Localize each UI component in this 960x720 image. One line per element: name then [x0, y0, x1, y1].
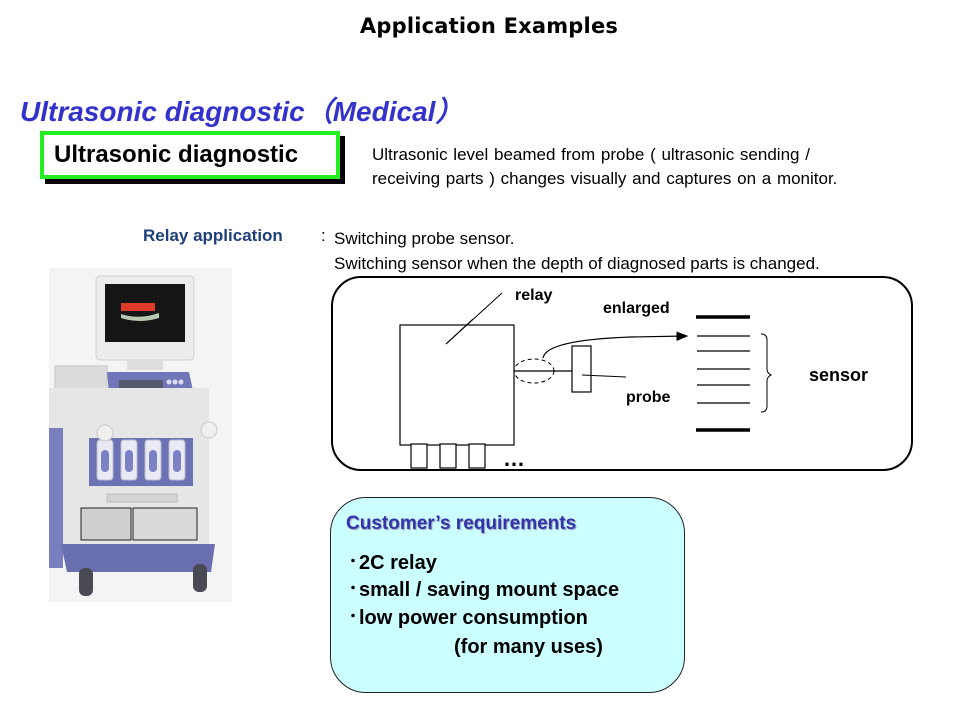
small-box	[439, 443, 457, 469]
small-box-group	[410, 443, 486, 469]
ellipsis-label: …	[503, 446, 527, 471]
device-photo	[49, 268, 232, 602]
topic-description-line: receiving parts ) changes visually and c…	[372, 169, 838, 188]
relay-application-label: Relay application	[143, 226, 283, 245]
requirements-panel	[330, 497, 685, 693]
requirements-title: Customer’s requirements	[346, 513, 577, 534]
drive-slot	[106, 493, 178, 503]
requirement-item: ・low power consumption	[346, 606, 588, 630]
topic-label: Ultrasonic diagnostic	[54, 141, 299, 168]
enlarged-arrow	[542, 331, 689, 359]
small-box	[468, 443, 486, 469]
ultrasound-machine-illustration	[49, 275, 218, 596]
bullet: ・	[346, 553, 360, 569]
sensor-brace	[760, 333, 773, 413]
sensor-label: sensor	[809, 365, 869, 385]
requirement-item: ・small / saving mount space	[346, 578, 619, 602]
requirement-continuation: (for many uses)	[454, 636, 603, 658]
wheel	[193, 564, 207, 592]
bullet: ・	[346, 608, 360, 624]
monitor-stand	[127, 360, 163, 370]
recorder-left	[80, 507, 132, 541]
requirement-text: small / saving mount space	[359, 579, 620, 601]
relay-diagram	[399, 292, 773, 469]
relay-label: relay	[515, 287, 553, 304]
topic-description: Ultrasonic level beamed from probe ( ult…	[372, 143, 837, 191]
cart-side-accent	[49, 428, 63, 568]
section-heading: Ultrasonic diagnostic（Medical）	[20, 96, 464, 127]
probe-handle	[96, 424, 114, 442]
sensor-line-group	[697, 335, 750, 404]
requirement-text: 2C relay	[359, 552, 437, 574]
probe-box	[571, 345, 592, 393]
printer	[54, 365, 108, 393]
enlarged-label: enlarged	[603, 300, 670, 317]
requirement-text: low power consumption	[359, 607, 588, 629]
connector-highlight	[513, 358, 555, 384]
topic-description-line: Ultrasonic level beamed from probe ( ult…	[372, 145, 810, 164]
screen-image-red	[121, 303, 155, 311]
relay-application-line: Switching sensor when the depth of diagn…	[334, 254, 820, 273]
slide-title: Application Examples	[359, 14, 619, 38]
main-unit-box	[399, 324, 515, 446]
recorder-right	[132, 507, 198, 541]
probe-label: probe	[626, 389, 671, 406]
screen-image-tissue	[121, 313, 159, 321]
small-box	[410, 443, 428, 469]
probe-leader-line	[581, 374, 627, 378]
cart-base	[61, 544, 215, 572]
bullet: ・	[346, 580, 360, 596]
relay-application-text: Switching probe sensor. Switching sensor…	[334, 226, 820, 276]
monitor-screen	[105, 284, 185, 342]
wheel	[79, 568, 93, 596]
topic-box: Ultrasonic diagnostic	[40, 131, 340, 179]
requirement-item: ・2C relay	[346, 551, 437, 575]
relay-application-colon: :	[321, 226, 326, 245]
relay-application-line: Switching probe sensor.	[334, 229, 515, 248]
probe-handle	[200, 421, 218, 439]
relay-pointer-line	[445, 292, 503, 345]
